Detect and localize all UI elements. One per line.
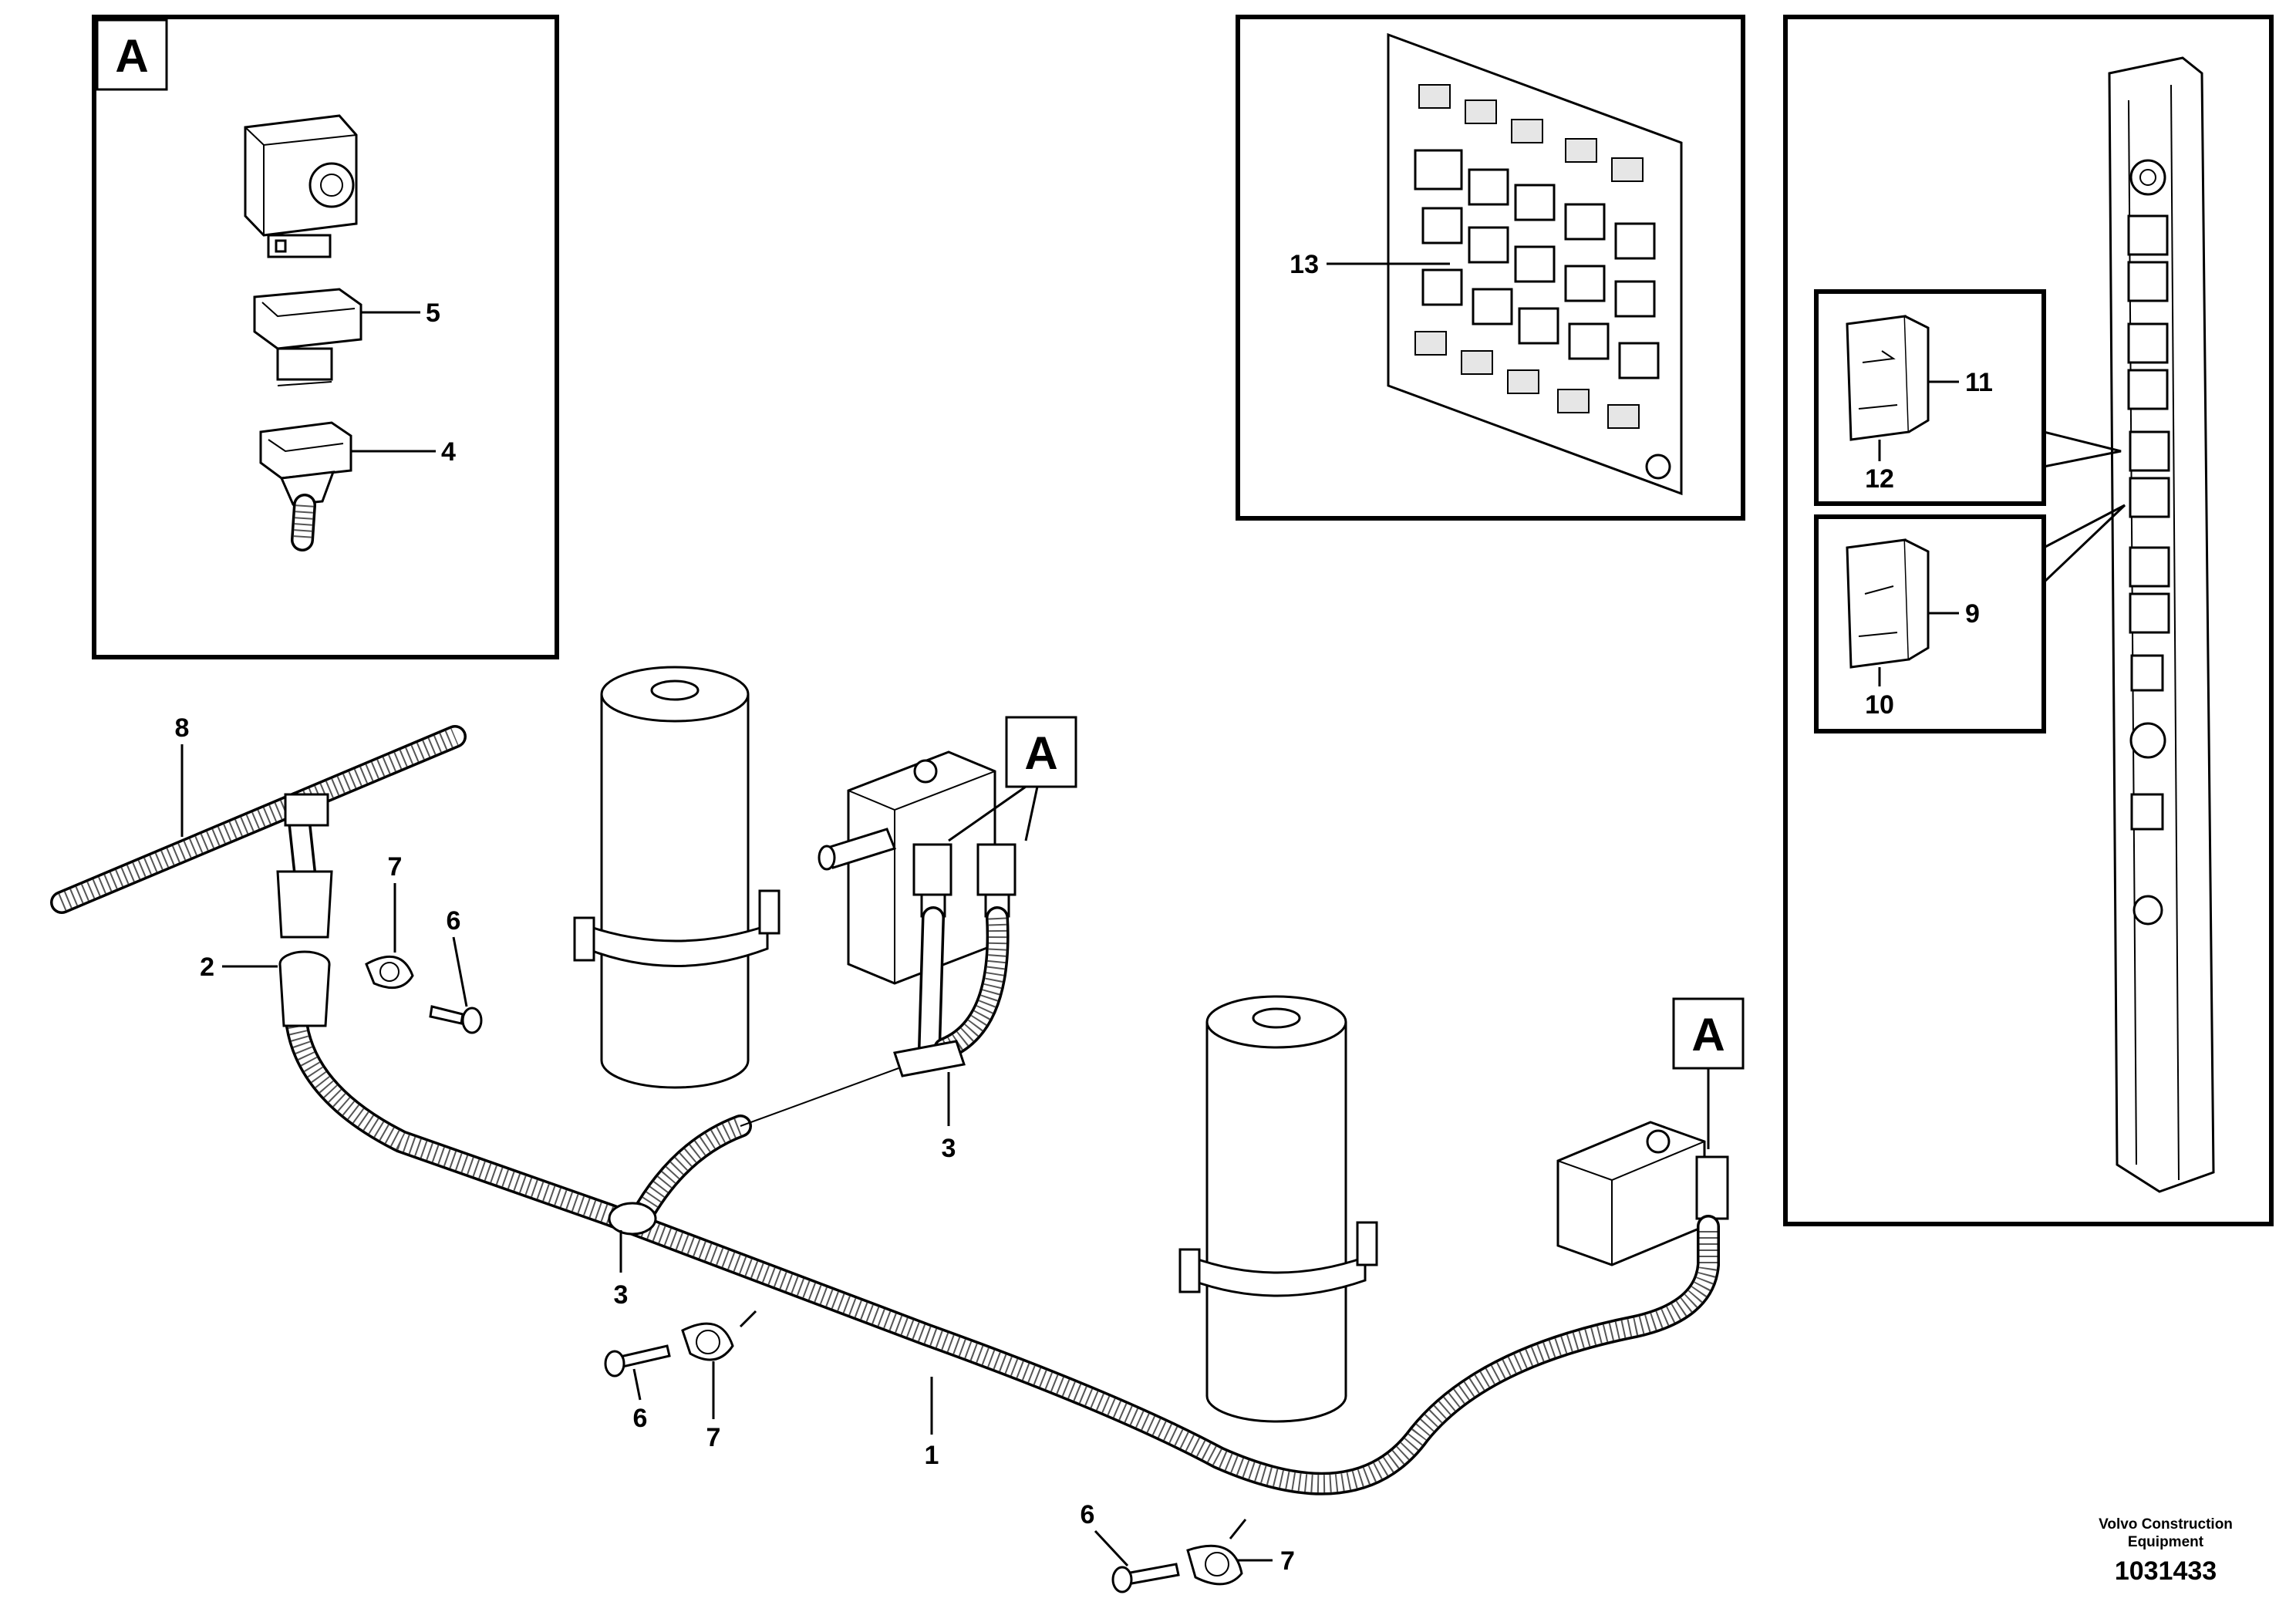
relay-grid (1414, 84, 1671, 480)
bolt-upper (429, 1005, 483, 1034)
callout-2: 2 (200, 953, 214, 982)
callout-12: 12 (1865, 464, 1894, 494)
callout-6-lower-left: 6 (633, 1404, 648, 1433)
detail-letter-valve: A (1024, 727, 1057, 779)
connector-2 (278, 950, 331, 1027)
detail-letter: A (115, 30, 148, 82)
callout-7-bottom: 7 (1280, 1546, 1295, 1576)
harness-connector (259, 421, 352, 506)
brand-line-2: Equipment (2128, 1534, 2204, 1550)
callout-3-lower: 3 (614, 1280, 629, 1310)
relay-socket (253, 288, 362, 386)
callout-13: 13 (1290, 250, 1319, 279)
callout-11: 11 (1965, 368, 1993, 397)
bolt-lower-left (604, 1344, 671, 1378)
callout-1: 1 (925, 1441, 939, 1470)
detail-letter-solenoid: A (1691, 1009, 1725, 1061)
callout-10: 10 (1865, 690, 1894, 720)
main-harness (285, 1014, 1720, 1496)
drawing-number: 1031433 (2115, 1556, 2217, 1586)
detail-box-switch-panel: 11 12 9 10 (1783, 15, 2274, 1226)
valve-harness (893, 906, 1010, 1077)
detail-box-a: A 5 4 (92, 15, 559, 659)
bolt-bottom (1111, 1563, 1180, 1593)
callout-7-upper: 7 (388, 852, 403, 882)
accumulator-left (573, 666, 781, 1089)
rocker-switch-lower (1846, 538, 1930, 669)
dashboard-pillar (2108, 56, 2215, 1193)
callout-7-lower-left: 7 (706, 1423, 721, 1452)
callout-6-bottom: 6 (1081, 1500, 1095, 1529)
rocker-switch-upper (1846, 315, 1930, 441)
accumulator-right (1178, 995, 1378, 1423)
clamp-upper (365, 955, 414, 990)
callout-6-upper: 6 (447, 906, 461, 936)
clamp-bottom (1186, 1544, 1243, 1586)
callout-3-upper: 3 (942, 1134, 956, 1163)
valve-block (818, 750, 1017, 985)
callout-9: 9 (1965, 599, 1980, 629)
brand-line-1: Volvo Construction (2099, 1516, 2233, 1533)
relay (244, 114, 358, 258)
detail-box-circuit-board: 13 (1236, 15, 1745, 521)
callout-8: 8 (175, 713, 190, 743)
clamp-lower-left (681, 1322, 734, 1361)
callout-5: 5 (426, 298, 440, 328)
callout-4: 4 (441, 437, 456, 467)
